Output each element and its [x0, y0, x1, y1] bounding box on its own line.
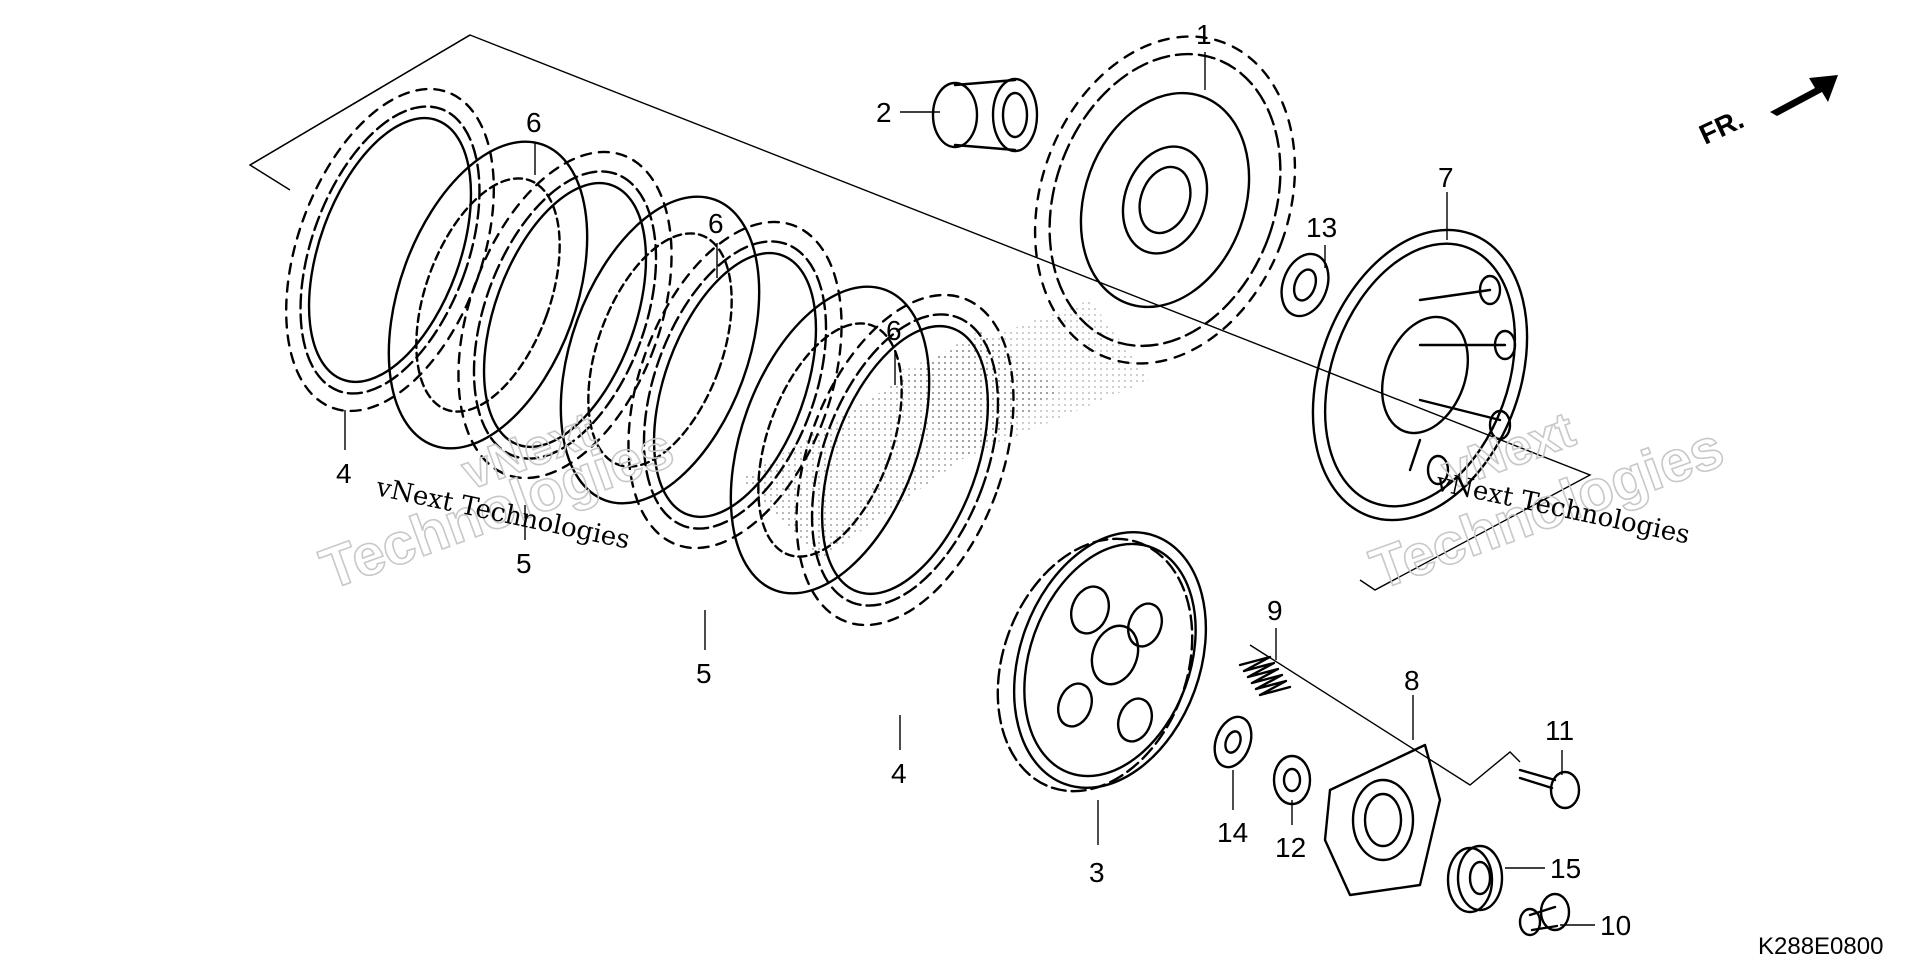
front-direction-indicator: FR. — [1694, 75, 1838, 150]
callout-6c: 6 — [886, 315, 902, 346]
bolt — [1518, 768, 1581, 810]
callout-6b: 6 — [708, 208, 724, 239]
clutch-center — [996, 530, 1208, 793]
pressure-plate — [1311, 228, 1529, 522]
leader-lines — [344, 52, 1595, 926]
callout-4a: 4 — [336, 458, 352, 489]
friction-disc-left — [284, 87, 496, 413]
callout-2: 2 — [876, 97, 892, 128]
clutch-plate-1 — [387, 140, 589, 450]
part-callouts: 1 2 3 4 4 5 5 6 6 6 7 8 9 10 11 12 13 14… — [336, 19, 1631, 941]
callout-5b: 5 — [696, 658, 712, 689]
bushing — [931, 77, 1039, 153]
clutch-outer — [1033, 35, 1297, 365]
callout-8: 8 — [1404, 665, 1420, 696]
callout-13: 13 — [1306, 212, 1337, 243]
callout-14: 14 — [1217, 817, 1248, 848]
friction-disc-right — [795, 293, 1015, 627]
flange-nut — [1272, 754, 1312, 806]
thrust-washer — [1280, 252, 1330, 318]
friction-disc-2 — [457, 150, 673, 480]
callout-6a: 6 — [526, 107, 542, 138]
friction-disc-3 — [627, 220, 843, 550]
shaded-region-2 — [900, 300, 1150, 460]
callout-9: 9 — [1267, 595, 1283, 626]
callout-10: 10 — [1600, 910, 1631, 941]
diagram-code: K288E0800 — [1758, 933, 1883, 960]
assembly-frame — [248, 34, 1592, 591]
washer — [1213, 715, 1253, 769]
clutch-spring — [1238, 655, 1292, 697]
lifter-plate — [1323, 743, 1442, 897]
clutch-plate-3 — [729, 285, 931, 595]
callout-3: 3 — [1089, 857, 1105, 888]
front-label: FR. — [1694, 103, 1748, 150]
bearing — [1446, 844, 1504, 914]
callout-15: 15 — [1550, 853, 1581, 884]
callout-11: 11 — [1545, 715, 1574, 746]
lifter-pin — [1518, 892, 1571, 937]
callout-1: 1 — [1196, 19, 1212, 50]
clutch-plate-2 — [559, 195, 761, 505]
callout-7: 7 — [1438, 162, 1454, 193]
callout-4b: 4 — [891, 758, 907, 789]
callout-12: 12 — [1275, 832, 1306, 863]
callout-5a: 5 — [516, 548, 532, 579]
front-arrow-icon — [1770, 75, 1838, 116]
